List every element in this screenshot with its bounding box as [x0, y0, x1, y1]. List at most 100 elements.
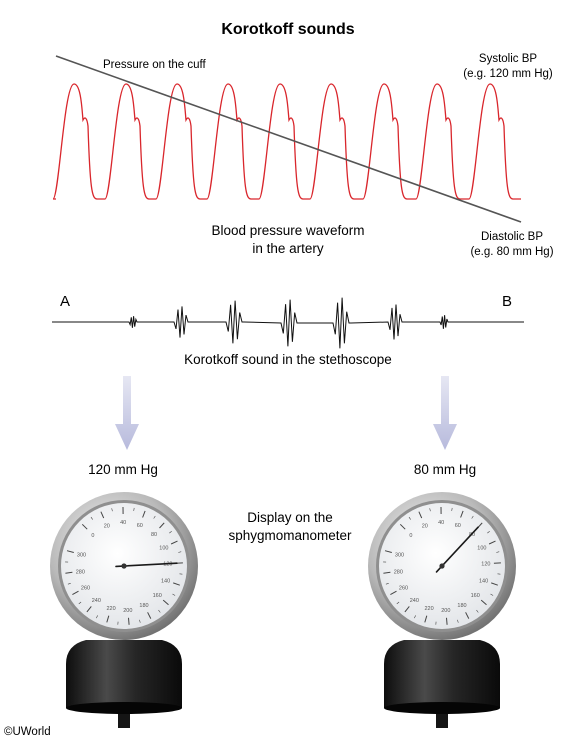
gauge-tick — [153, 515, 156, 519]
gauge-tick — [147, 612, 152, 619]
gauge-tick — [162, 599, 169, 606]
gauge-tick-label: 180 — [139, 603, 148, 609]
gauge-tick — [496, 551, 500, 553]
gauge-tick-label: 160 — [471, 593, 480, 599]
gauge-base-right — [384, 640, 500, 712]
gauge-tick-label: 260 — [81, 585, 90, 591]
gauge-tick — [385, 583, 389, 585]
gauge-tick-label: 20 — [104, 524, 110, 530]
gauge-tick-label: 60 — [137, 523, 143, 529]
gauge-tick — [67, 583, 71, 585]
gauge-tick — [90, 516, 93, 520]
gauge-tick — [133, 507, 135, 511]
gauge-tick — [78, 601, 82, 605]
waveform-label: Blood pressure waveform — [211, 223, 364, 238]
copyright-credit: ©UWorld — [4, 726, 51, 738]
gauge-tick — [383, 571, 391, 574]
gauge-tick — [396, 601, 400, 605]
gauge-tick — [491, 582, 498, 586]
gauge-hub-right — [439, 563, 445, 569]
gauge-tick-label: 100 — [159, 545, 168, 551]
gauge-tick-label: 60 — [455, 523, 461, 529]
diagram-title: Korotkoff sounds — [221, 21, 354, 38]
gauge-tick-label: 280 — [394, 569, 403, 575]
gauge-tick-label: 220 — [107, 606, 116, 612]
cuff-pressure-line — [55, 55, 522, 223]
gauge-tick — [66, 550, 74, 553]
gauge-tick — [173, 582, 180, 586]
gauge-tick — [72, 590, 79, 596]
gauge-tick-label: 240 — [410, 598, 419, 604]
gauge-tick — [384, 550, 392, 553]
gauge-tick-label: 300 — [77, 553, 86, 559]
gauge-tick — [460, 510, 464, 518]
gauge-tick — [86, 606, 92, 613]
gauge-tick — [399, 523, 406, 530]
gauge-tick-label: 200 — [441, 608, 450, 614]
diastolic-example-label: (e.g. 80 mm Hg) — [470, 246, 553, 258]
gauge-tick — [128, 617, 130, 625]
gauge-tick-label: 0 — [91, 533, 94, 539]
gauge-tick — [96, 615, 98, 619]
gauge-tick-label: 120 — [163, 562, 172, 568]
gauge-tick — [451, 507, 453, 511]
gauge-tick — [408, 516, 411, 520]
gauge-tick — [111, 508, 113, 512]
gauge-tick-label: 40 — [438, 520, 444, 526]
gauge-tick — [414, 615, 416, 619]
gauge-tick — [424, 615, 428, 623]
pressure-cuff-label: Pressure on the cuff — [103, 59, 207, 71]
gauge-tick-label: 100 — [477, 545, 486, 551]
gauge-tick-label: 200 — [123, 608, 132, 614]
gauge-tick — [429, 508, 431, 512]
gauge-tick-label: 20 — [422, 524, 428, 530]
gauge-tick — [139, 619, 141, 623]
gauge-tick — [106, 615, 110, 623]
gauge-tick — [465, 612, 470, 619]
gauge-tick — [159, 522, 165, 529]
korotkoff-sound-trace — [52, 297, 524, 349]
gauge-tick-label: 140 — [161, 578, 170, 584]
gauge-tick — [178, 551, 182, 553]
display-label-line2: sphygmomanometer — [228, 528, 352, 543]
diastolic-label: Diastolic BP — [481, 231, 543, 243]
gauge-tick — [471, 515, 474, 519]
systolic-example-label: (e.g. 120 mm Hg) — [463, 68, 553, 80]
left-reading-label: 120 mm Hg — [88, 462, 158, 477]
gauge-tick — [404, 606, 410, 613]
gauge-tick — [172, 593, 176, 596]
gauge-tick-label: 220 — [425, 606, 434, 612]
gauge-hub-left — [121, 563, 127, 569]
left-down-arrow — [115, 376, 139, 450]
gauge-tick — [418, 511, 423, 519]
gauge-tick — [169, 531, 172, 534]
gauge-tick-label: 0 — [409, 533, 412, 539]
point-a-label: A — [60, 293, 70, 310]
gauge-tick-label: 160 — [153, 593, 162, 599]
gauge-tick-label: 140 — [479, 578, 488, 584]
gauge-tick-label: 300 — [395, 553, 404, 559]
sphygmomanometer-left: 0 20 40 60 80 100 120 140 160 180 200 220 240 260 280 3… — [50, 492, 198, 728]
gauge-tick — [457, 619, 459, 623]
waveform-label-line2: in the artery — [252, 241, 324, 256]
gauge-tick-label: 280 — [76, 569, 85, 575]
gauge-tick-label: 180 — [457, 603, 466, 609]
gauge-tick — [100, 511, 105, 519]
gauge-tick — [170, 540, 178, 545]
gauge-base-left — [66, 640, 182, 712]
gauge-tick — [390, 590, 397, 596]
systolic-label: Systolic BP — [479, 53, 537, 65]
point-b-label: B — [502, 293, 512, 310]
right-reading-label: 80 mm Hg — [414, 462, 476, 477]
gauge-tick — [158, 609, 161, 613]
gauge-tick — [487, 531, 490, 534]
gauge-tick — [446, 617, 448, 625]
gauge-tick-label: 240 — [92, 598, 101, 604]
gauge-tick — [480, 599, 487, 606]
gauge-tick-label: 80 — [151, 532, 157, 538]
gauge-tick-label: 260 — [399, 585, 408, 591]
right-down-arrow — [433, 376, 457, 450]
sphygmomanometer-right: 0204060801001201401601802002202402602803… — [368, 492, 516, 728]
gauge-tick-label: 40 — [120, 520, 126, 526]
